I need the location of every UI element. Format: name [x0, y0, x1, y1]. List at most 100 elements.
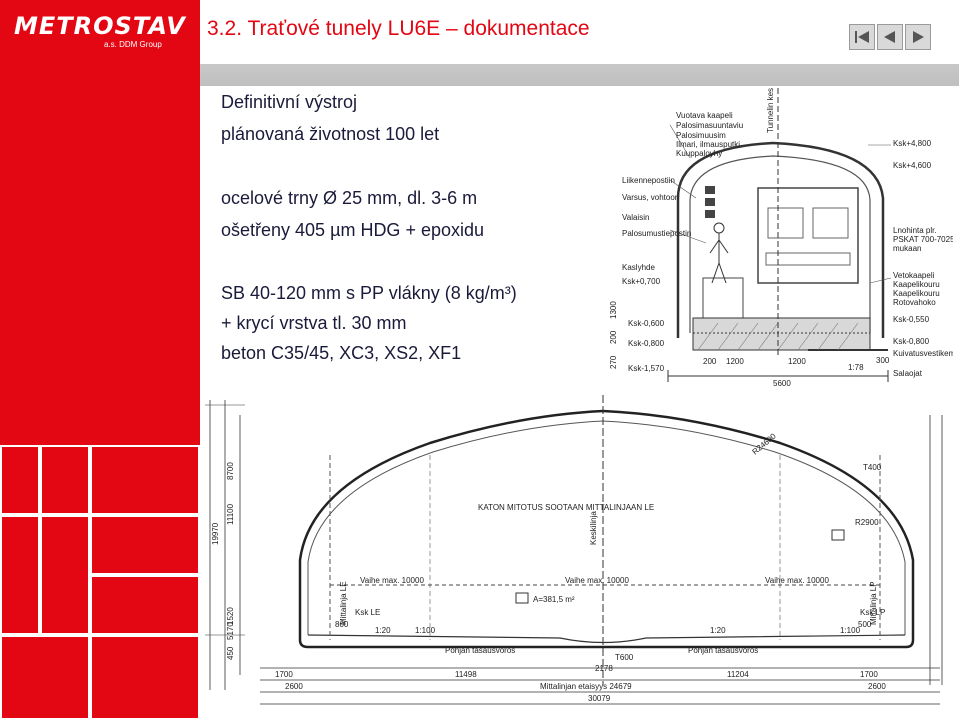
first-slide-button[interactable]	[849, 24, 875, 50]
skip-back-icon	[855, 31, 869, 43]
label-ksk-08: Ksk-0,800	[628, 339, 665, 348]
label-kaapelikouru1: Kaapelikouru	[893, 280, 940, 289]
top-dims: 5600 200 1200 1200 1:78 300 270 200 1300…	[609, 88, 890, 388]
small-slope1: 1:20	[375, 626, 391, 635]
text-sb: SB 40-120 mm s PP vlákny (8 kg/m³)	[221, 283, 517, 303]
text-trny: ocelové trny Ø 25 mm, dl. 3-6 m	[221, 188, 478, 208]
decor-cell	[0, 445, 40, 515]
radius-t600: T600	[615, 653, 634, 662]
dim-11100: 11100	[226, 503, 235, 525]
vaihe-right: Vaihe max. 10000	[765, 576, 829, 585]
label-palosumus: Palosumustiepostin	[622, 229, 691, 238]
area-label: A=381,5 m²	[533, 595, 575, 604]
label-mukaan: mukaan	[893, 244, 921, 253]
small-500: 500	[858, 620, 872, 629]
decor-cell	[90, 515, 200, 575]
small-slope2: 1:100	[840, 626, 861, 635]
decor-cell	[40, 445, 90, 515]
dim-1700-right: 1700	[860, 670, 878, 679]
label-ksk-080: Ksk-0,800	[893, 337, 930, 346]
side-mittalinja-le: Mittalinja LE	[339, 581, 348, 625]
prev-slide-button[interactable]	[877, 24, 903, 50]
label-rotovahoko: Rotovahoko	[893, 298, 936, 307]
dim-200: 200	[703, 357, 717, 366]
text-zivotnost: plánovaná životnost 100 let	[221, 124, 440, 144]
label-varsus: Varsus, vohtoon	[622, 193, 679, 202]
label-kaapelikouru2: Kaapelikouru	[893, 289, 940, 298]
vaihe-center: Vaihe max. 10000	[565, 576, 629, 585]
dim-1200a: 1200	[726, 357, 744, 366]
label-ksk-055: Ksk-0,550	[893, 315, 930, 324]
small-slope4: 1:100	[415, 626, 436, 635]
text-kryci: + krycí vrstva tl. 30 mm	[221, 313, 407, 333]
decor-cell	[90, 635, 200, 720]
dim-slope: 1:78	[848, 363, 864, 372]
page-title: 3.2. Traťové tunely LU6E – dokumentace	[207, 17, 590, 40]
label-salaojat: Salaojat	[893, 369, 923, 378]
label-ksk-48: Ksk+4,800	[893, 139, 932, 148]
logo-brand: METROSTAV	[14, 12, 186, 40]
label-ksk-06: Ksk-0,600	[628, 319, 665, 328]
label-palosim1: Palosimasuuntaviu	[676, 121, 743, 130]
dim-300: 300	[876, 356, 890, 365]
dim-19970: 19970	[211, 522, 220, 545]
dim-450: 450	[226, 646, 235, 660]
small-800: 800	[335, 620, 349, 629]
left-labels: Vuotava kaapeli Palosimasuuntaviu Palosi…	[622, 111, 743, 373]
label-pskat: PSKAT 700-7025	[893, 235, 953, 244]
note-line1: KATON MITOTUS SOOTAAN MITTALINJAAN LE	[478, 503, 654, 512]
decor-cell	[90, 575, 200, 635]
text-beton: beton C35/45, XC3, XS2, XF1	[221, 343, 462, 363]
dim-11498: 11498	[455, 670, 477, 679]
label-kaslyhde: Kaslyhde	[622, 263, 655, 272]
label-palosim2: Palosimuusim	[676, 131, 726, 140]
dim-270: 270	[609, 355, 618, 369]
vaihe-left: Vaihe max. 10000	[360, 576, 424, 585]
tunnel-profile-drawing: KATON MITOTUS SOOTAAN MITTALINJAAN LE A=…	[205, 395, 943, 705]
label-lnohinta: Lnohinta plr.	[893, 226, 937, 235]
note-pohja-right: Pohjan tasausvoros	[688, 646, 758, 655]
dim-1200b: 1200	[788, 357, 806, 366]
label-ilmari: Ilmari, ilmausputki	[676, 140, 740, 149]
right-labels: Ksk+4,800 Ksk+4,600 Lnohinta plr. PSKAT …	[893, 139, 953, 378]
next-slide-button[interactable]	[905, 24, 931, 50]
label-ksk-46: Ksk+4,600	[893, 161, 932, 170]
dim-30079: 30079	[588, 694, 611, 703]
label-valaisin: Valaisin	[622, 213, 649, 222]
bullet-marker	[188, 99, 195, 106]
label-kuuppaloyhy: Kuuppaloyhy	[676, 149, 722, 158]
tunnel-cross-section-drawing: Vuotava kaapeli Palosimasuuntaviu Palosi…	[609, 88, 953, 388]
next-icon	[913, 31, 924, 43]
text-osetreny: ošetřeny 405 µm HDG + epoxidu	[221, 220, 485, 240]
label-kaapeli: Vuotava kaapeli	[676, 111, 733, 120]
dim-5600: 5600	[773, 379, 791, 388]
dim-5170: 5170	[226, 622, 235, 640]
dim-2600-right: 2600	[868, 682, 886, 691]
ksk-lp: Ksk LP	[860, 608, 885, 617]
decor-cell	[0, 635, 90, 720]
label-ksk-157: Ksk-1,570	[628, 364, 665, 373]
decor-cell	[90, 445, 200, 515]
dim-1520: 1520	[226, 607, 235, 625]
label-vetokaapeli: Vetokaapeli	[893, 271, 935, 280]
slide-nav	[849, 24, 931, 50]
decor-cell	[40, 515, 90, 635]
radius-r2900: R2900	[855, 518, 879, 527]
dim-mittalinjan: Mittalinjan etaisyys 24679	[540, 682, 632, 691]
radius-t400: T400	[863, 463, 882, 472]
label-kuivatus: Kuivatusvestikemo	[893, 349, 953, 358]
text-definitivni: Definitivní výstroj	[221, 92, 358, 112]
header-bar	[200, 64, 959, 86]
dim-8700: 8700	[226, 462, 235, 480]
dim-2178: 2178	[595, 664, 613, 673]
prev-icon	[884, 31, 895, 43]
small-slope3: 1:20	[710, 626, 726, 635]
centerline-label: Tunnelin keskilinja	[766, 88, 775, 133]
profile-labels: KATON MITOTUS SOOTAAN MITTALINJAAN LE A=…	[211, 431, 886, 703]
label-liikenne: Liikennepostiin	[622, 176, 675, 185]
decor-cell	[0, 515, 40, 635]
dim-1300: 1300	[609, 301, 618, 319]
ksk-le: Ksk LE	[355, 608, 380, 617]
logo: METROSTAV a.s. DDM Group	[0, 0, 200, 60]
dim-2600-left: 2600	[285, 682, 303, 691]
